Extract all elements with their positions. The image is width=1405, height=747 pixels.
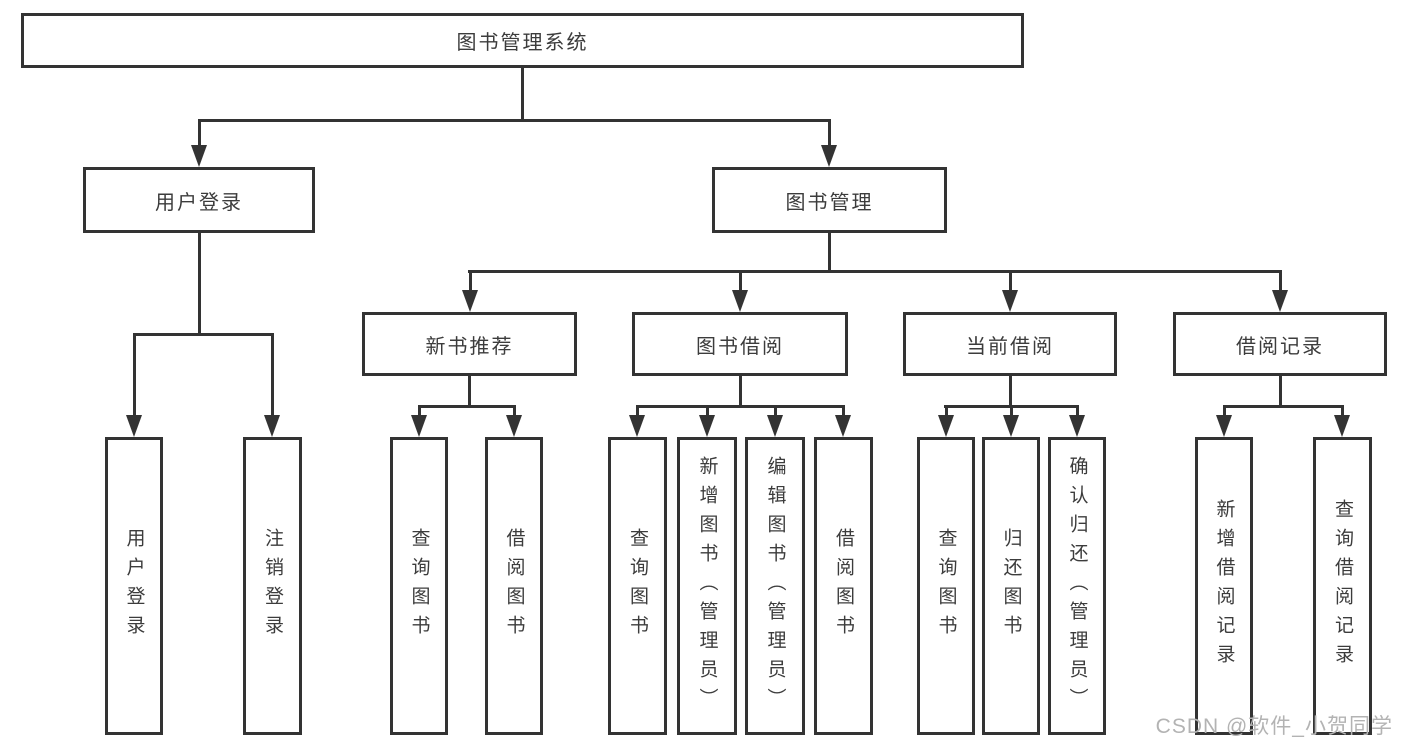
arrowhead-leaf-icon: [506, 415, 522, 437]
arrowhead-records-icon: [1272, 290, 1288, 312]
connector-root-stem: [520, 68, 524, 121]
leaf-logout: 注销登录: [243, 437, 302, 735]
node-current-borrow: 当前借阅: [903, 312, 1117, 376]
arrowhead-leaf-icon: [767, 415, 783, 437]
arrowhead-leaf-icon: [629, 415, 645, 437]
arrowhead-leaf-icon: [1216, 415, 1232, 437]
connector-leaf-drop: [773, 405, 777, 417]
arrowhead-leaf-icon: [1069, 415, 1085, 437]
connector-user-login-drop: [197, 119, 201, 147]
arrowhead-leaf-icon: [1334, 415, 1350, 437]
node-root: 图书管理系统: [21, 13, 1024, 68]
leaf-borrow-book-borrow: 借阅图书: [814, 437, 873, 735]
connector-recommend-drop: [468, 270, 472, 292]
connector-current-stem: [1008, 376, 1012, 408]
connector-user-login-stem: [197, 233, 201, 336]
connector-level2-rail: [197, 119, 831, 122]
connector-leaf-drop: [1009, 405, 1013, 417]
connector-borrow-rail: [636, 405, 845, 408]
connector-leaf-drop: [1341, 405, 1344, 417]
arrowhead-book-mgmt-icon: [821, 145, 837, 167]
arrowhead-leaf-icon: [411, 415, 427, 437]
node-book-management: 图书管理: [712, 167, 947, 233]
arrowhead-leaf-logout-icon: [264, 415, 280, 437]
connector-user-login-rail: [132, 333, 274, 336]
connector-level3-rail: [468, 270, 1280, 273]
leaf-edit-book-admin: 编辑图书（管理员）: [745, 437, 805, 735]
leaf-return-book: 归还图书: [982, 437, 1040, 735]
connector-records-stem: [1278, 376, 1282, 408]
arrowhead-user-login-icon: [191, 145, 207, 167]
connector-leaf-drop: [417, 405, 421, 417]
leaf-borrow-book-recommend: 借阅图书: [485, 437, 543, 735]
connector-leaf-drop: [1222, 405, 1226, 417]
arrowhead-borrow-icon: [732, 290, 748, 312]
leaf-query-borrow-record: 查询借阅记录: [1313, 437, 1372, 735]
arrowhead-leaf-icon: [938, 415, 954, 437]
leaf-query-book-current: 查询图书: [917, 437, 975, 735]
connector-borrow-stem: [738, 376, 742, 408]
connector-leaf-drop: [944, 405, 948, 417]
connector-book-mgmt-stem: [828, 233, 831, 273]
connector-leaf-logout-drop: [271, 333, 274, 415]
connector-leaf-drop: [1075, 405, 1079, 417]
node-user-login: 用户登录: [83, 167, 315, 233]
connector-leaf-drop: [705, 405, 709, 417]
leaf-add-book-admin: 新增图书（管理员）: [677, 437, 737, 735]
connector-records-rail: [1222, 405, 1344, 408]
leaf-add-borrow-record: 新增借阅记录: [1195, 437, 1253, 735]
node-borrow-records: 借阅记录: [1173, 312, 1387, 376]
arrowhead-current-icon: [1002, 290, 1018, 312]
arrowhead-recommend-icon: [462, 290, 478, 312]
leaf-user-login: 用户登录: [105, 437, 163, 735]
leaf-confirm-return-admin: 确认归还（管理员）: [1048, 437, 1106, 735]
arrowhead-leaf-icon: [699, 415, 715, 437]
node-new-book-recommend: 新书推荐: [362, 312, 577, 376]
connector-book-mgmt-drop: [828, 119, 831, 147]
arrowhead-leaf-user-login-icon: [126, 415, 142, 437]
connector-leaf-drop: [512, 405, 516, 417]
connector-records-drop: [1278, 270, 1282, 292]
connector-recommend-rail: [417, 405, 516, 408]
leaf-query-book-recommend: 查询图书: [390, 437, 448, 735]
connector-leaf-user-login-drop: [132, 333, 136, 415]
leaf-query-book-borrow: 查询图书: [608, 437, 667, 735]
csdn-watermark: CSDN @软件_小贺同学: [1155, 715, 1393, 738]
connector-leaf-drop: [636, 405, 639, 417]
arrowhead-leaf-icon: [835, 415, 851, 437]
node-book-borrow: 图书借阅: [632, 312, 848, 376]
connector-borrow-drop: [738, 270, 742, 292]
connector-current-drop: [1008, 270, 1012, 292]
arrowhead-leaf-icon: [1003, 415, 1019, 437]
connector-recommend-stem: [468, 376, 471, 408]
connector-leaf-drop: [842, 405, 845, 417]
